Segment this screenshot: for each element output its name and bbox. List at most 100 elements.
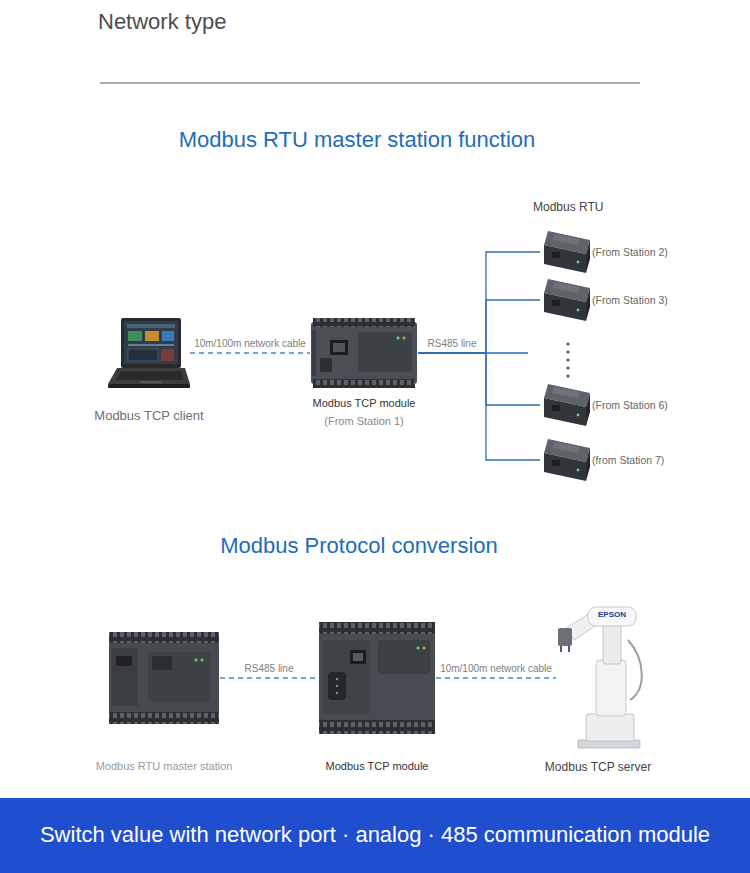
caption-block: (from Station 7) [592, 454, 664, 467]
page-title: Network type [98, 9, 226, 35]
tcp-module-illustration [353, 653, 363, 661]
slave-device-icon [544, 439, 590, 481]
plc-illustration [116, 656, 132, 666]
tcp-module-illustration [333, 343, 345, 352]
network-cable [436, 677, 556, 678]
plc-illustration [112, 648, 138, 706]
tcp-module: Modbus TCP module [318, 622, 436, 734]
robot-illustration [596, 660, 626, 716]
robot-illustration [568, 646, 570, 652]
laptop-illustration [124, 321, 178, 364]
tcp-module-illustration [403, 337, 406, 340]
tcp-module-illustration [320, 358, 332, 372]
tcp-module-illustration [322, 640, 370, 714]
slave-device-icon [544, 384, 590, 426]
rs485-line [418, 353, 540, 405]
plc-illustration [109, 632, 219, 643]
tcp-module: Modbus TCP module(From Station 1) [310, 318, 418, 388]
plc-illustration [195, 659, 198, 662]
caption-block: (From Station 3) [592, 294, 668, 307]
brand-logo: EPSON [598, 610, 626, 620]
bus-branch-stub [486, 352, 528, 353]
laptop-illustration [145, 331, 159, 341]
tcp-module-illustration [319, 622, 435, 734]
laptop-illustration [116, 371, 184, 380]
caption-block: Modbus TCP server [545, 760, 651, 774]
laptop-illustration [108, 384, 190, 388]
robot-illustration [586, 714, 634, 741]
tcp-module-illustration [313, 379, 415, 388]
laptop-illustration [140, 381, 162, 384]
laptop-illustration [127, 324, 175, 328]
tcp-module-illustration [397, 337, 400, 340]
laptop-illustration [108, 368, 190, 384]
tcp-module-illustration [319, 622, 435, 634]
node-caption: Modbus TCP server [545, 760, 651, 774]
continuation-dots [566, 374, 569, 377]
group-label: Modbus RTU [533, 200, 603, 214]
section-heading: Modbus Protocol conversion [220, 533, 498, 559]
continuation-dots [566, 366, 569, 369]
plc-illustration [109, 638, 219, 720]
laptop-illustration [162, 331, 174, 341]
edge-label: 10m/100m network cable [438, 663, 554, 675]
rs485-line [418, 300, 540, 353]
caption-block: Modbus TCP client [94, 408, 203, 424]
caption-block: (From Station 2) [592, 246, 668, 259]
tcp-module-illustration [423, 647, 426, 650]
edge-label: RS485 line [426, 338, 479, 350]
tcp-module-illustration [319, 720, 435, 734]
edge-label: 10m/100m network cable [192, 338, 308, 350]
caption-block: Modbus TCP module [326, 760, 429, 773]
plc-illustration [109, 712, 219, 724]
laptop-illustration [108, 318, 190, 388]
section-heading: Modbus RTU master station function [179, 127, 536, 153]
robot-illustration [588, 607, 636, 626]
caption-block: Modbus RTU master station [96, 760, 233, 773]
plc-illustration [148, 652, 210, 702]
slave-device-icon [544, 231, 590, 273]
tcp-module-illustration [378, 640, 430, 674]
edge-label: RS485 line [243, 663, 296, 675]
continuation-dots [566, 342, 569, 345]
slave-station: (From Station 3) [540, 278, 590, 322]
client-laptop: Modbus TCP client [108, 318, 190, 388]
tcp-module-illustration [313, 318, 415, 327]
tcp-module-illustration [358, 332, 412, 372]
tcp-module-illustration [313, 318, 415, 327]
robot-server: Modbus TCP server [556, 606, 640, 750]
tcp-module-illustration [311, 322, 417, 384]
node-caption: Modbus TCP module [326, 760, 429, 773]
rs485-line [418, 353, 540, 460]
rs485-line [418, 252, 540, 353]
tcp-module-illustration [311, 318, 417, 388]
continuation-dots [566, 350, 569, 353]
node-caption: (From Station 1) [313, 415, 416, 428]
plc-illustration [109, 632, 219, 724]
rtu-master-plc: Modbus RTU master station [108, 632, 220, 724]
tcp-module-illustration [336, 685, 338, 687]
tcp-module-illustration [319, 720, 435, 734]
caption-block: Modbus TCP module (From Station 1) [313, 397, 416, 428]
slave-station: (From Station 6) [540, 383, 590, 427]
tcp-module-illustration [312, 330, 316, 376]
slave-station: (from Station 7) [540, 438, 590, 482]
tcp-module-illustration [336, 678, 338, 680]
node-caption: Modbus RTU master station [96, 760, 233, 773]
plc-illustration [201, 659, 204, 662]
robot-illustration [603, 622, 621, 664]
plc-illustration [109, 632, 219, 643]
node-caption: Modbus TCP module [313, 397, 416, 410]
tcp-module-illustration [313, 379, 415, 388]
continuation-dots [566, 342, 569, 377]
laptop-illustration [128, 331, 142, 341]
node-caption: (From Station 2) [592, 246, 668, 259]
laptop-illustration [128, 344, 174, 346]
divider-rule [100, 83, 640, 84]
robot-illustration [628, 640, 642, 700]
tcp-module-illustration [319, 622, 435, 634]
robot-illustration [558, 628, 572, 646]
laptop-illustration [161, 349, 174, 361]
banner-band: Switch value with network port · analog … [0, 798, 750, 873]
node-caption: Modbus TCP client [94, 408, 203, 424]
